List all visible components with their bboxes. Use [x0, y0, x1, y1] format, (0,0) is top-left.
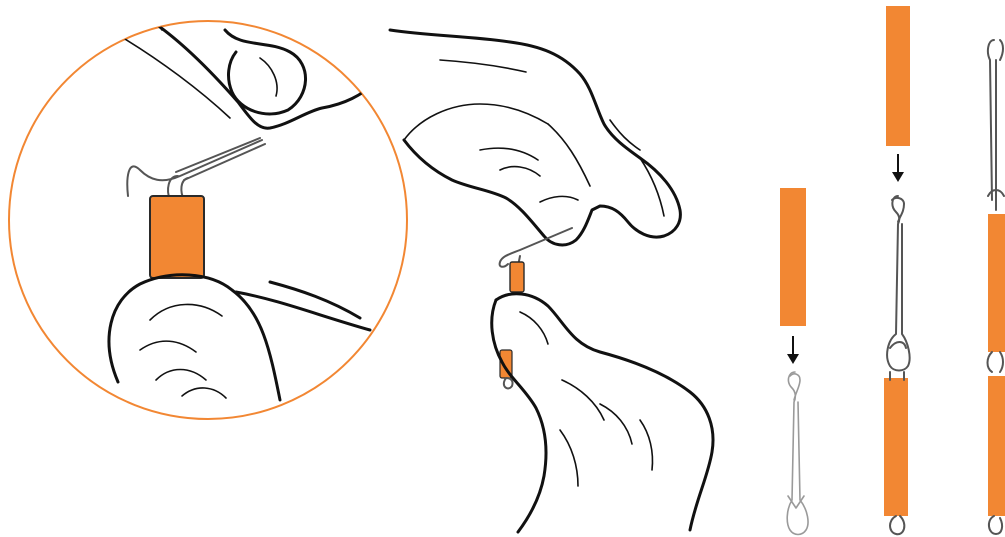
step-3-completed-chain	[988, 40, 1005, 534]
hands-assembly-illustration	[390, 30, 713, 532]
step-3-upper-orange-sleeve	[988, 214, 1005, 352]
upper-hand	[390, 30, 680, 245]
zoom-orange-sleeve	[150, 196, 204, 278]
step-2-sleeve-over-wire	[884, 6, 910, 534]
magnified-detail-view	[9, 14, 407, 419]
step-1-sleeve-over-wire	[780, 188, 808, 535]
step-1-down-arrow-icon	[787, 336, 799, 364]
step-2-wire-loop	[887, 196, 909, 371]
step-3-wire-loop-top	[988, 40, 1004, 210]
step-3-lower-orange-sleeve	[988, 376, 1005, 516]
step-1-orange-sleeve	[780, 188, 806, 326]
magnifier-circle	[9, 21, 407, 419]
hand-wire-hook	[500, 228, 572, 267]
step-2-down-arrow-icon	[892, 154, 904, 182]
hand-orange-sleeve	[510, 262, 524, 292]
step-2-bottom-orange-sleeve	[884, 378, 908, 516]
lower-hand	[496, 294, 713, 530]
step-2-top-orange-sleeve	[886, 6, 910, 146]
step-1-wire-loop	[787, 372, 808, 535]
